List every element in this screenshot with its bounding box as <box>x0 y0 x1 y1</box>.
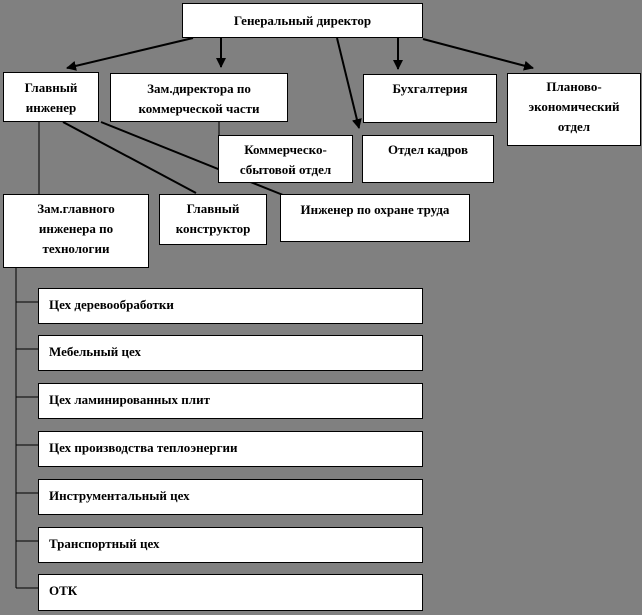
node-label: Инструментальный цех <box>49 488 190 503</box>
arrow-general-director-to-hr-department <box>336 37 362 129</box>
node-label: Цех ламинированных плит <box>49 392 210 407</box>
node-label: Генеральный директор <box>233 12 372 28</box>
node-label: конструктор <box>175 221 251 236</box>
node-label: Инженер по охране труда <box>300 202 450 217</box>
node-label: отдел <box>557 119 591 134</box>
node-label: ОТК <box>49 583 78 598</box>
node-general-director: Генеральный директор <box>182 3 423 38</box>
node-label: Цех производства теплоэнергии <box>49 440 238 455</box>
node-accounting: Бухгалтерия <box>363 74 497 123</box>
node-safety-engineer: Инженер по охране труда <box>280 194 470 242</box>
node-label: Зам.директора по <box>147 81 251 96</box>
node-label: экономический <box>528 99 620 114</box>
node-workshop-tools: Инструментальный цех <box>38 479 423 515</box>
node-deputy-director-commercial: Зам.директора по коммерческой части <box>110 73 288 122</box>
node-chief-designer: Главный конструктор <box>159 194 267 245</box>
node-label: инженера по <box>38 221 114 236</box>
node-label: Цех деревообработки <box>49 297 174 312</box>
arrow-general-director-to-planning-economic <box>422 38 534 71</box>
node-label: Планово- <box>546 79 602 94</box>
node-workshop-furniture: Мебельный цех <box>38 335 423 371</box>
node-commercial-sales: Коммерческо- сбытовой отдел <box>218 135 353 183</box>
node-planning-economic: Планово- экономический отдел <box>507 73 641 146</box>
node-workshop-heat-energy: Цех производства теплоэнергии <box>38 431 423 467</box>
node-workshop-otk: ОТК <box>38 574 423 611</box>
node-label: сбытовой отдел <box>239 162 332 177</box>
node-workshop-laminated-boards: Цех ламинированных плит <box>38 383 423 419</box>
node-label: коммерческой части <box>138 101 260 116</box>
node-workshop-transport: Транспортный цех <box>38 527 423 563</box>
node-label: Бухгалтерия <box>392 81 468 96</box>
node-hr-department: Отдел кадров <box>362 135 494 183</box>
node-label: Коммерческо- <box>244 142 327 157</box>
node-label: Главный <box>24 80 78 95</box>
node-label: Зам.главного <box>37 201 115 216</box>
node-label: Отдел кадров <box>387 142 468 157</box>
node-label: инженер <box>25 100 77 115</box>
node-workshop-woodworking: Цех деревообработки <box>38 288 423 324</box>
node-label: Транспортный цех <box>49 536 160 551</box>
node-label: Мебельный цех <box>49 344 142 359</box>
node-label: технологии <box>42 241 110 256</box>
node-chief-engineer: Главный инженер <box>3 72 99 122</box>
node-deputy-chief-engineer-technology: Зам.главного инженера по технологии <box>3 194 149 268</box>
arrow-general-director-to-chief-engineer <box>66 37 194 71</box>
line-chief-engineer-to-chief-designer <box>62 121 197 194</box>
node-label: Главный <box>186 201 240 216</box>
